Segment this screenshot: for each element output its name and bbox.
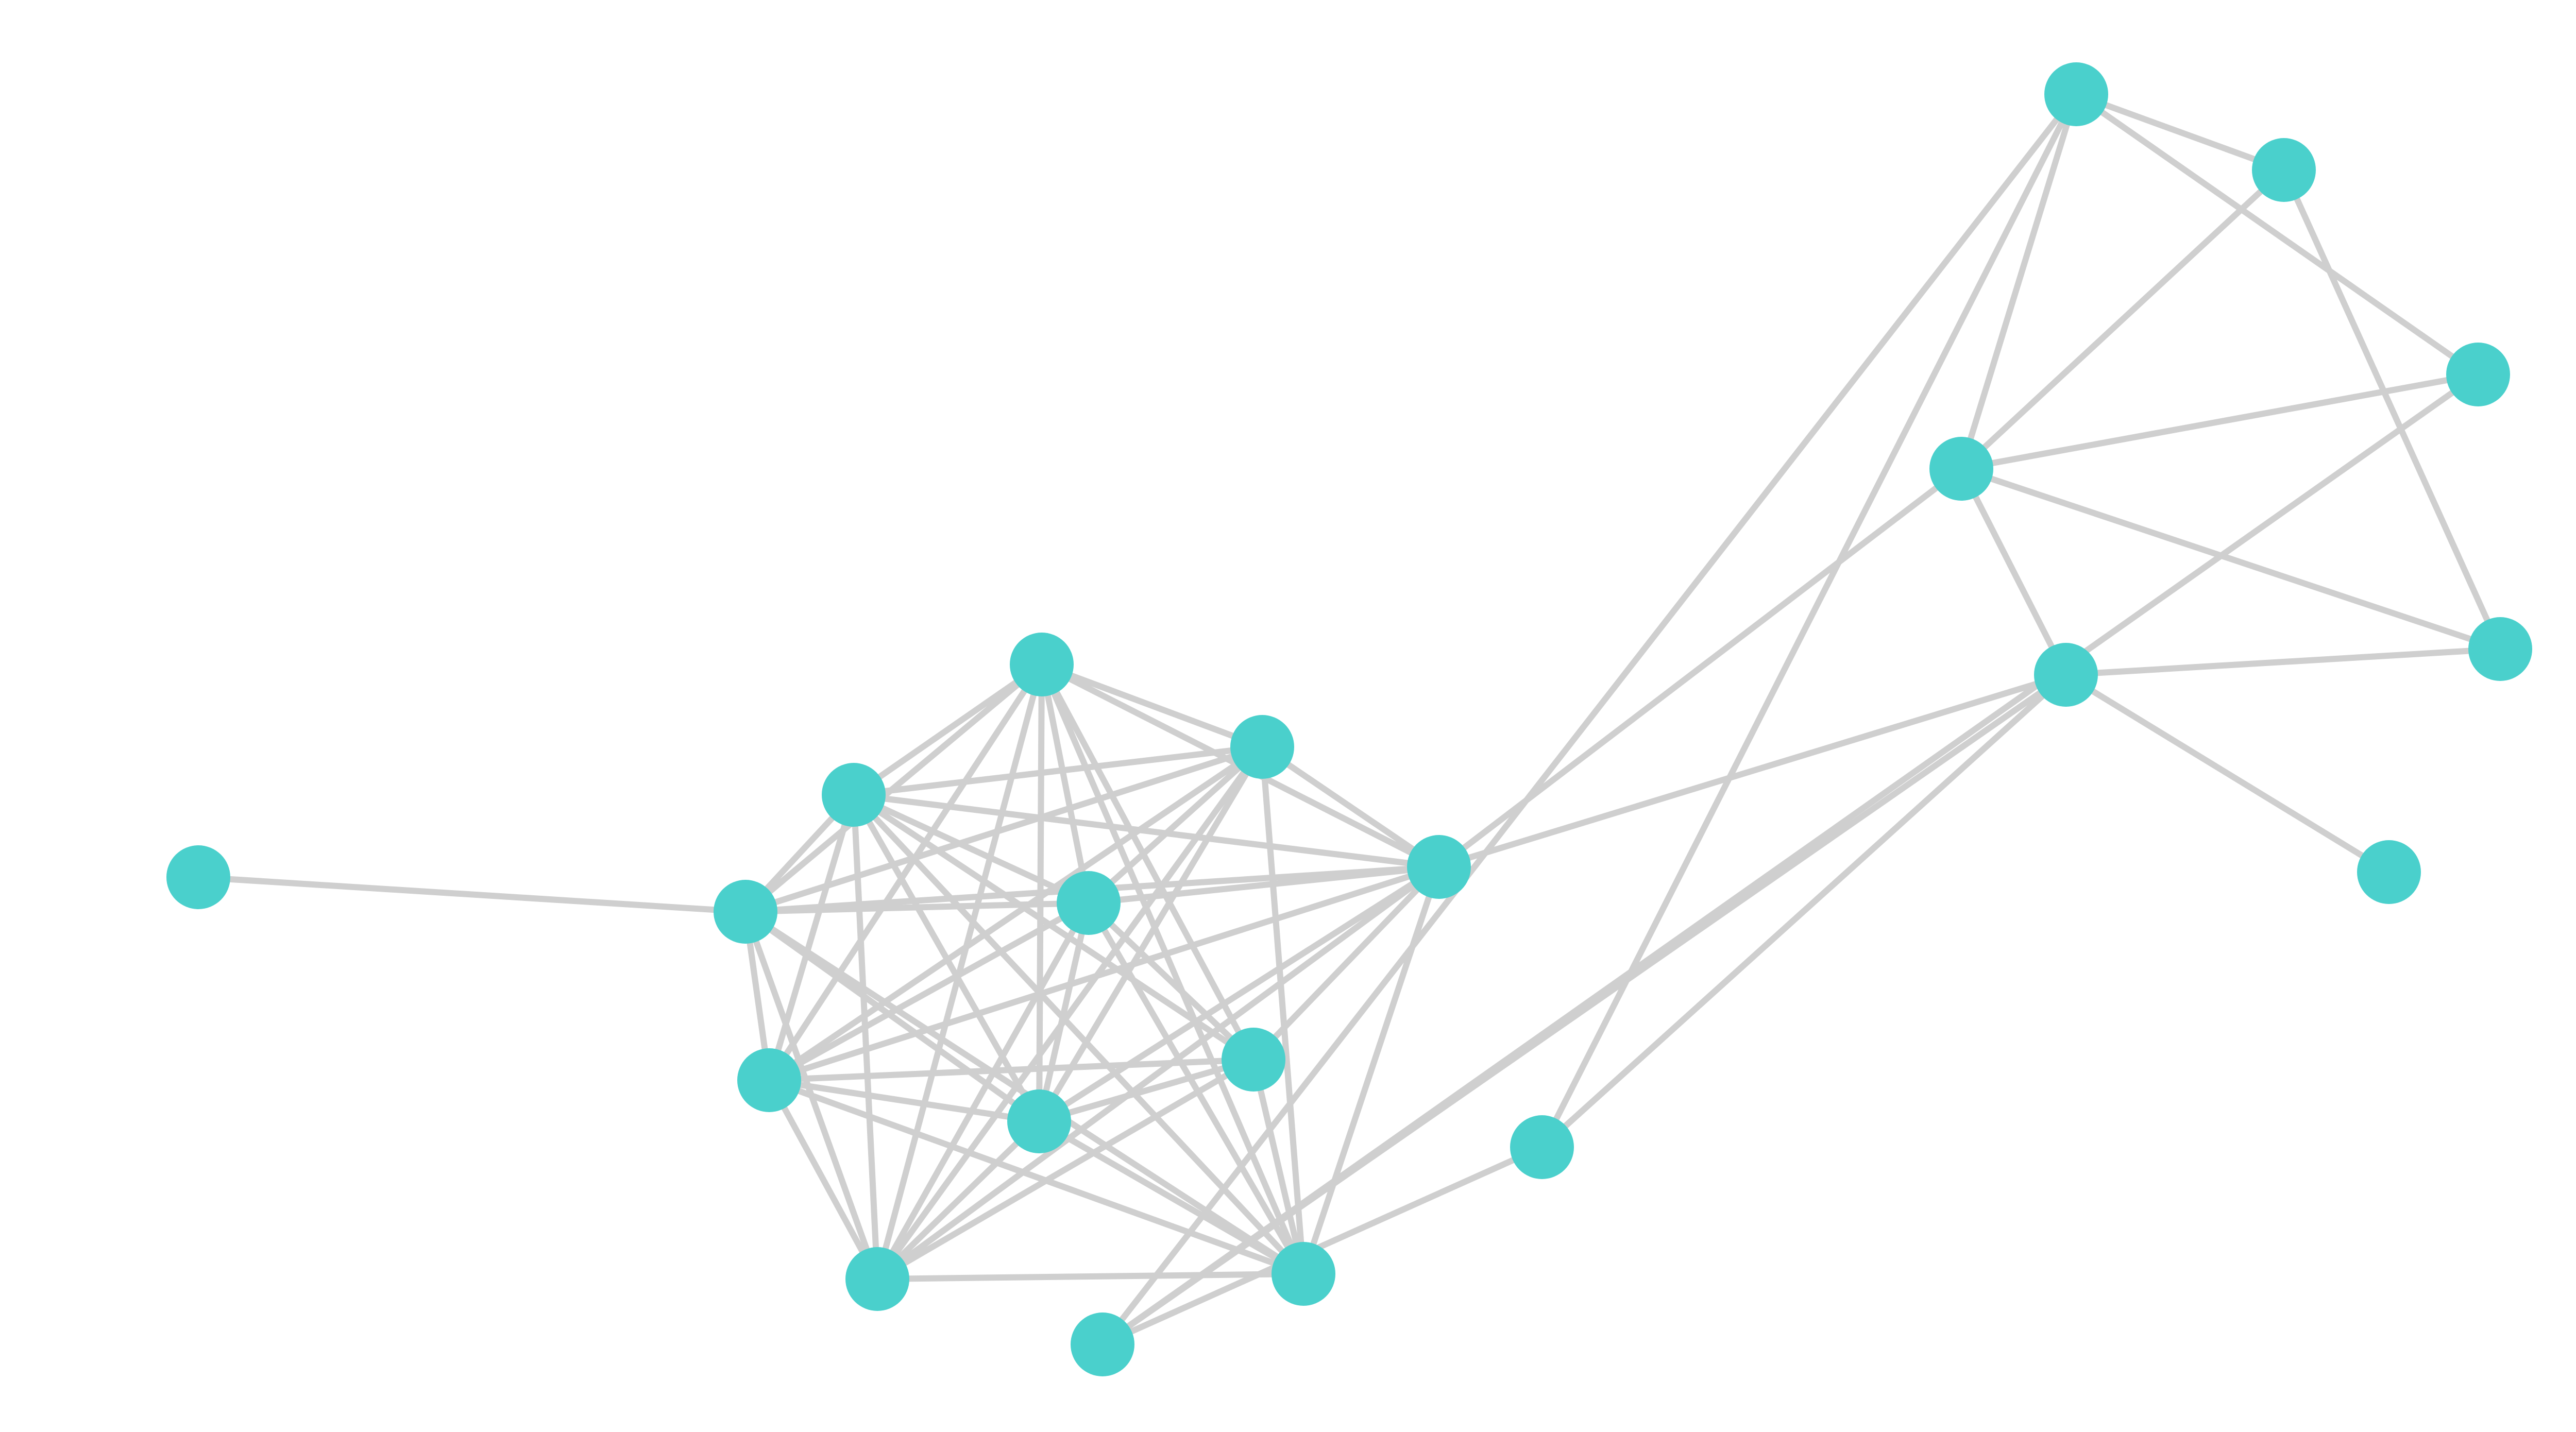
graph-edge (766, 792, 857, 1083)
graph-edge (874, 1056, 1257, 1282)
graph-edge (874, 864, 1442, 1282)
graph-edge (1036, 1056, 1257, 1124)
graph-edge (1039, 661, 1257, 1063)
graph-node (166, 845, 230, 909)
graph-edge (1958, 466, 2503, 652)
graph-edge (851, 661, 1045, 798)
graph-edge (2073, 91, 2481, 378)
graph-edge (1259, 744, 1307, 1277)
graph-edge (851, 792, 1257, 1063)
graph-edge (851, 792, 880, 1282)
graph-edge (1958, 167, 2287, 472)
graph-edge (1958, 466, 2069, 678)
graph-edge (874, 1271, 1307, 1282)
graph-edge (1539, 91, 2079, 1150)
graph-node (1929, 437, 1993, 501)
graph-edge (1036, 900, 1092, 1124)
graph-node (1222, 1028, 1285, 1092)
graph-edge (1250, 1056, 1307, 1277)
graph-edge (766, 864, 1442, 1083)
graph-edge (1958, 91, 2079, 472)
graph-node (2044, 62, 2108, 126)
graph-edge (2063, 672, 2392, 875)
graph-node (2357, 840, 2421, 904)
graph-edge (874, 1118, 1042, 1282)
graph-edge (874, 744, 1265, 1282)
graph-edge (1259, 744, 1442, 870)
graph-edge (1036, 661, 1045, 1124)
graph-edge (766, 1077, 1042, 1124)
graph-edge (742, 744, 1265, 915)
graph-node (737, 1048, 801, 1112)
graph-edge (851, 792, 1307, 1277)
graph-node (2468, 617, 2532, 681)
graph-edge (1039, 661, 1265, 750)
graph-edge (2063, 646, 2503, 678)
graph-edge (1436, 672, 2069, 870)
graph-edge (851, 792, 1092, 906)
graph-edge (1036, 1118, 1307, 1277)
graph-node (822, 763, 886, 827)
graph-edge (1099, 1144, 1545, 1348)
edges-layer (195, 91, 2503, 1348)
graph-edge (2281, 167, 2503, 652)
graph-edge (1099, 91, 2079, 1348)
graph-node (1272, 1242, 1335, 1306)
graph-edge (1099, 371, 2481, 1348)
graph-node (1230, 715, 1294, 779)
graph-edge (2073, 91, 2287, 173)
graph-edge (1086, 864, 1442, 906)
graph-edge (766, 900, 1092, 1083)
graph-node (1510, 1115, 1574, 1179)
graph-node (2446, 343, 2510, 406)
graph-edge (1539, 672, 2069, 1150)
graph-edge (1086, 900, 1307, 1277)
graph-edge (1300, 864, 1442, 1277)
nodes-layer (166, 62, 2532, 1376)
graph-edge (1086, 900, 1257, 1063)
graph-edge (195, 874, 749, 915)
graph-node (845, 1247, 909, 1311)
graph-node (1007, 1089, 1071, 1153)
graph-edge (1036, 864, 1442, 1124)
graph-node (2034, 643, 2098, 707)
graph-edge (1039, 661, 1092, 906)
graph-edge (1958, 371, 2481, 472)
graph-edge (766, 661, 1045, 1083)
graph-edge (1036, 744, 1265, 1124)
graph-edge (851, 744, 1265, 798)
graph-edge (1250, 864, 1442, 1063)
graph-edge (1039, 661, 1307, 1277)
graph-edge (874, 900, 1092, 1282)
graph-node (1071, 1312, 1134, 1376)
graph-edge (766, 1077, 880, 1282)
graph-node (714, 880, 777, 944)
graph-edge (1086, 744, 1265, 906)
graph-edge (766, 1077, 1307, 1277)
graph-edge (766, 1056, 1257, 1083)
graph-node (1057, 871, 1121, 935)
graph-node (1407, 835, 1471, 899)
graph-node (1010, 633, 1074, 696)
graph-node (2252, 138, 2316, 202)
graph-edge (766, 744, 1265, 1083)
